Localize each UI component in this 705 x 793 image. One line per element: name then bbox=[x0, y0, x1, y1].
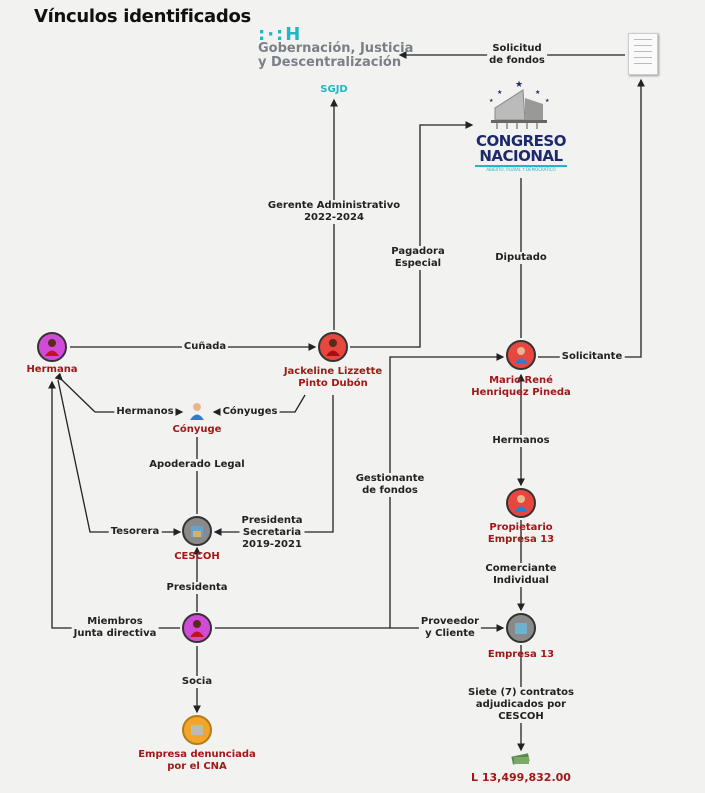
edge-solicitante: Solicitante bbox=[559, 351, 625, 363]
empresa13-building-icon bbox=[506, 613, 536, 643]
gob-name-1: Gobernación, Justicia bbox=[258, 41, 414, 56]
conyuge-label: Cónyuge bbox=[172, 424, 222, 435]
propietario-name-2: Empresa 13 bbox=[487, 534, 555, 545]
edge-miembros-junta: Miembros Junta directiva bbox=[71, 616, 159, 640]
svg-text:★: ★ bbox=[545, 98, 550, 104]
edge-cunada: Cuñada bbox=[181, 341, 229, 353]
edge-apoderado-legal: Apoderado Legal bbox=[147, 459, 247, 471]
empresa13-label: Empresa 13 bbox=[487, 649, 555, 660]
propietario-node-icon bbox=[506, 488, 536, 518]
sgjd-label: SGJD bbox=[320, 84, 348, 95]
mario-node-icon bbox=[506, 340, 536, 370]
jackeline-name-2: Pinto Dubón bbox=[298, 378, 368, 389]
edge-gerente-administrativo: Gerente Administrativo 2022-2024 bbox=[265, 200, 403, 224]
congress-building-icon: ★ ★★ ★★ bbox=[489, 80, 550, 129]
gob-mark: :·:H bbox=[258, 24, 303, 45]
miembro-node-icon bbox=[182, 613, 212, 643]
cescoh-label: CESCOH bbox=[174, 551, 220, 562]
edge-pagadora-especial: Pagadora Especial bbox=[389, 246, 447, 270]
jackeline-node-icon bbox=[318, 332, 348, 362]
jackeline-name-1: Jackeline Lizzette bbox=[283, 366, 383, 377]
edge-presidenta-secretaria: Presidenta Secretaria 2019-2021 bbox=[239, 515, 305, 551]
edge-socia: Socia bbox=[179, 676, 215, 688]
svg-text:★: ★ bbox=[515, 80, 523, 90]
propietario-name-1: Propietario bbox=[489, 522, 553, 533]
edge-solicitud-fondos: Solicitud de fondos bbox=[487, 43, 547, 67]
cescoh-building-icon bbox=[182, 516, 212, 546]
edge-gestionante-fondos: Gestionante de fondos bbox=[353, 473, 427, 497]
svg-text:★: ★ bbox=[497, 89, 502, 96]
edge-presidenta: Presidenta bbox=[164, 582, 230, 594]
document-icon bbox=[628, 33, 658, 75]
empresa-denunciada-icon bbox=[182, 715, 212, 745]
edge-conyuges: Cónyuges bbox=[220, 406, 280, 418]
edge-tesorera: Tesorera bbox=[108, 526, 162, 538]
edge-diputado: Diputado bbox=[493, 252, 549, 264]
congreso-nacional-logo: ★ ★★ ★★ CONGRESO NACIONAL ABIERTO, PLURA… bbox=[475, 78, 567, 172]
congreso-tagline: ABIERTO, PLURAL Y DEMOCRÁTICO bbox=[475, 165, 567, 172]
edge-hermanos: Hermanos bbox=[114, 406, 176, 418]
money-icon bbox=[511, 753, 530, 765]
gobernacion-logo: :·:H Gobernación, Justicia y Descentrali… bbox=[258, 24, 414, 70]
edge-siete-contratos: Siete (7) contratos adjudicados por CESC… bbox=[465, 687, 577, 723]
page-title: Vínculos identificados bbox=[34, 6, 251, 27]
mario-name-2: Henriquez Pineda bbox=[471, 387, 571, 398]
gob-name-2: y Descentralización bbox=[258, 55, 402, 70]
congreso-text-2: NACIONAL bbox=[479, 147, 563, 165]
denunciada-name-1: Empresa denunciada bbox=[138, 749, 256, 760]
edge-proveedor-cliente: Proveedor y Cliente bbox=[418, 616, 482, 640]
svg-text:★: ★ bbox=[489, 98, 494, 104]
congreso-text-1: CONGRESO bbox=[476, 132, 566, 150]
amount-label: L 13,499,832.00 bbox=[471, 771, 571, 784]
edge-hermanos-mario: Hermanos bbox=[490, 435, 552, 447]
hermana-label: Hermana bbox=[26, 364, 78, 375]
hermana-node-icon bbox=[37, 332, 67, 362]
svg-text:★: ★ bbox=[535, 89, 540, 96]
mario-name-1: Mario René bbox=[489, 375, 553, 386]
denunciada-name-2: por el CNA bbox=[167, 761, 227, 772]
conyuge-person-icon bbox=[190, 403, 204, 420]
edge-comerciante-individual: Comerciante Individual bbox=[483, 563, 559, 587]
